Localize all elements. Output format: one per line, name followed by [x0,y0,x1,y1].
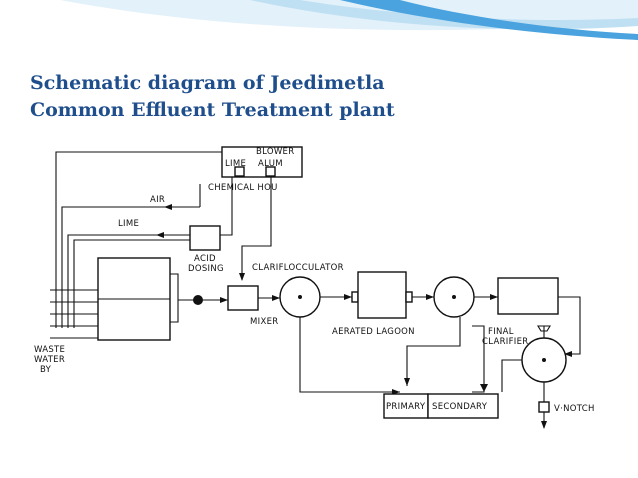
tank-side [170,273,179,323]
final-tank [497,277,559,315]
clarifloc-arrow [344,294,352,300]
secondary-clarifier-center [452,295,456,299]
waste-label-2: WATER [34,355,65,365]
clarifloc-sludge-line [299,317,400,393]
air-label: AIR [150,195,165,205]
acid-line [73,239,190,328]
lime-tank [234,166,245,177]
chemical-house-label: CHEMICAL HOU [208,183,278,193]
vnotch-box [538,401,550,413]
swoosh-mid [250,0,638,30]
final-tank-arrow [564,351,572,357]
swoosh-accent [340,0,638,40]
secondary-sludge-bed [427,393,499,419]
return-sludge-arrow [480,384,488,392]
final-label-1: FINAL [488,327,514,337]
lagoon-outlet-cap [405,291,413,303]
alum-label: ALUM [258,159,283,169]
final-label-2: CLARIFIER [482,337,528,347]
chemical-feed-line [241,177,272,280]
blower-label: BLOWER [256,147,294,157]
title-line-1: Schematic diagram of Jeedimetla [30,72,385,94]
acid-dosing-tank [189,225,221,251]
alum-tank [265,166,276,177]
slide-title: Schematic diagram of Jeedimetla Common E… [30,70,590,124]
acid-label-2: DOSING [188,264,224,274]
clariflocculator-label: CLARIFLOCCULATOR [252,263,344,273]
waste-label-3: BY [40,365,52,375]
aerated-lagoon [357,271,407,319]
sec-clar-sludge-line [406,317,461,386]
waste-inlets [50,289,98,339]
mixer-label: MIXER [250,317,278,327]
treatment-plant-diagram: BLOWER LIME ALUM CHEMICAL HOU AIR LIME A… [34,146,595,429]
primary-label: PRIMARY [386,402,426,412]
air-line [55,151,222,328]
clariflocculator-center [298,295,302,299]
sec-clar-sludge-arrow [404,378,410,386]
vnotch-label: V·NOTCH [554,404,595,414]
sec-clar-arrow [490,294,498,300]
lime-top-label: LIME [225,159,246,169]
lime-label: LIME [118,219,139,229]
return-sludge-line [472,325,485,393]
aerated-lagoon-label: AERATED LAGOON [332,327,415,337]
pump-arrow [220,297,228,303]
vnotch-arrow [541,421,547,429]
secondary-label: SECONDARY [432,402,488,412]
waste-label-1: WASTE [34,345,65,355]
primary-sludge-bed [383,393,429,419]
mixer-arrow [272,295,280,301]
lime-line [67,177,233,328]
mixer-box [227,285,259,311]
header-swoosh-decoration [60,0,638,40]
final-clarifier-center [542,358,546,362]
air-line-branch [61,206,200,328]
acid-label-1: ACID [194,254,216,264]
lime-arrow [156,232,164,238]
lagoon-arrow [426,294,434,300]
chemical-feed-arrow [239,273,245,281]
final-clarifier-pump [537,325,551,338]
lagoon-inlet-cap [351,291,359,303]
final-sludge-line [501,359,522,392]
title-line-2: Common Effluent Treatment plant [30,99,395,121]
air-arrow [164,204,172,210]
